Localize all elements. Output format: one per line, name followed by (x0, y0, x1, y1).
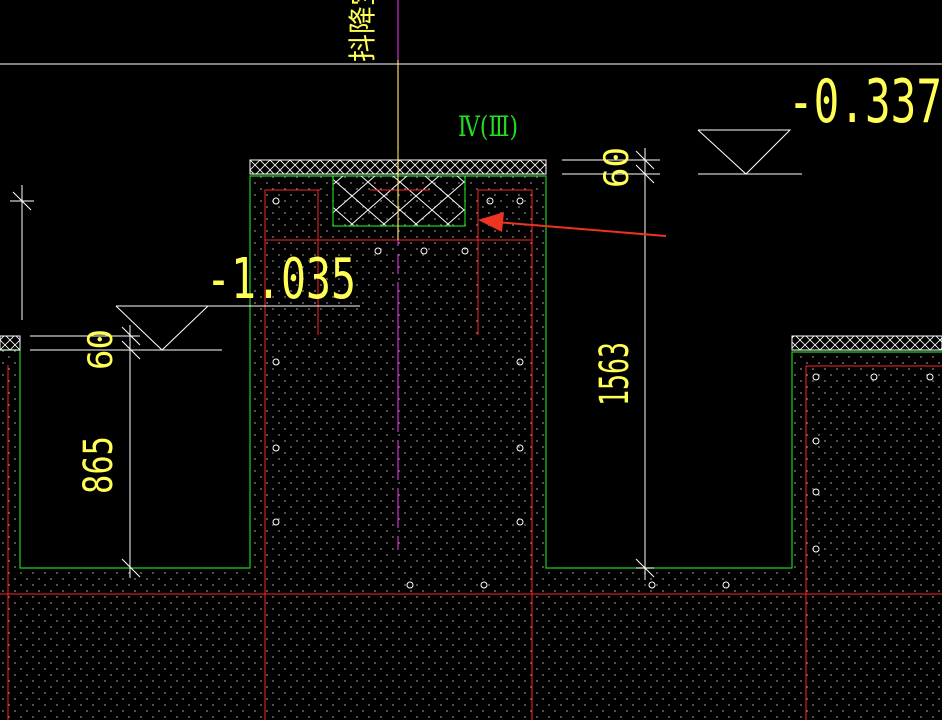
dimension-label-865: 865 (76, 436, 122, 494)
rebar-dots (272, 197, 934, 589)
insulation-block (332, 176, 466, 227)
dimension-right (562, 148, 660, 580)
elevation-label-left: -1.035 (206, 247, 356, 312)
waterproof-layer-hatch (0, 159, 942, 351)
elevation-label-right: -0.337 (788, 67, 942, 137)
dimension-label-60-left: 60 (81, 329, 121, 370)
section-mark: Ⅳ(Ⅲ) (458, 110, 518, 143)
dimension-label-60-right: 60 (597, 147, 637, 188)
elevation-mark-right (697, 129, 802, 175)
rebar-lines (0, 189, 942, 720)
soil-fill (0, 176, 942, 720)
red-pointer-arrow (478, 212, 667, 237)
elevation-mark-left (115, 305, 360, 351)
dimension-left (10, 185, 141, 578)
vertical-title: 抖降宝 (346, 0, 379, 62)
dimension-label-1563: 1563 (592, 342, 638, 406)
